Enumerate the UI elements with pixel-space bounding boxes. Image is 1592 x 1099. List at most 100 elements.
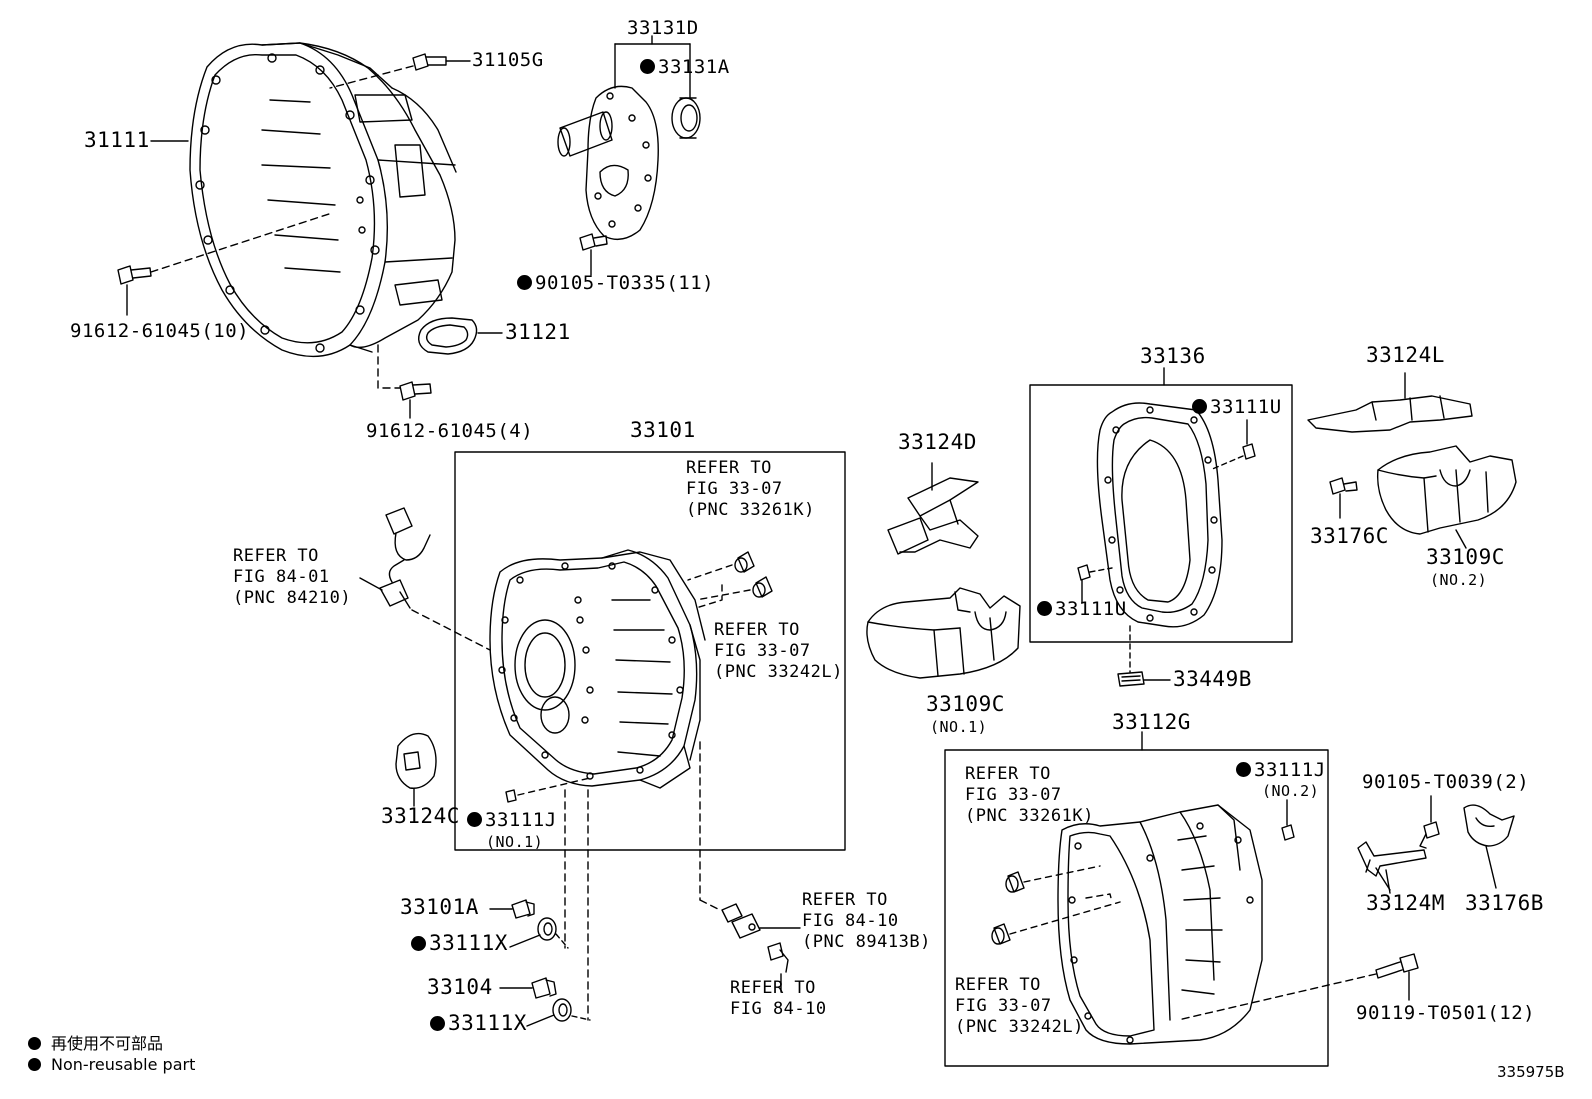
note-line: FIG 33-07 [955,996,1052,1016]
group-box-33112G [944,749,1329,1067]
label-33101: 33101 [630,418,696,442]
label-33109C-1: 33109C [926,692,1005,716]
label-33111J-1: 33111J [467,810,557,831]
legend-en: Non-reusable part [28,1055,195,1074]
note-line: (PNC 84210) [233,588,352,608]
label-31121: 31121 [505,320,571,344]
extension-housing-33112G-icon [1057,804,1263,1045]
note-line: (PNC 33261K) [965,806,1094,826]
group-box-33101 [454,451,846,851]
label-33111J-2-sub: (NO.2) [1262,782,1320,800]
bolt-33176C-icon [1329,477,1358,519]
label-33111J-2: 33111J [1236,760,1326,781]
bracket-33124D-icon [887,462,979,555]
note-line: REFER TO [802,890,888,910]
bolt-fig-84-10-icon [767,942,789,993]
cover-33109C-1-icon [866,587,1021,679]
label-33176C: 33176C [1310,524,1389,548]
cover-33124C-icon [395,732,437,807]
bracket-33124L-icon [1307,372,1473,433]
label-90105-T0039: 90105-T0039(2) [1362,771,1530,793]
label-33111X-a: 33111X [411,933,508,954]
legend-en-text: Non-reusable part [51,1055,196,1074]
sleeve-33261K-icon [734,551,755,573]
gasket-31121-icon [418,317,478,355]
label-33136: 33136 [1140,344,1206,368]
bolt-90119-T0501-icon [1375,953,1419,1001]
note-refer-84210: REFER TO FIG 84-01 (PNC 84210) [233,546,351,609]
label-33111U-a: 33111U [1192,397,1282,418]
label-33176B: 33176B [1465,891,1544,915]
note-line: FIG 33-07 [965,785,1062,805]
label-33109C-2-sub: (NO.2) [1430,571,1488,589]
bolt-90105-T0039-icon [1419,821,1440,849]
bracket-33124M-icon [1357,841,1427,891]
pin-33111J-2-icon [1281,824,1295,841]
note-line: REFER TO [955,975,1041,995]
cover-plate-33136-icon [1096,402,1223,628]
note-line: (PNC 33261K) [686,500,815,520]
note-line: FIG 84-01 [233,567,330,587]
note-line: REFER TO [714,620,800,640]
note-line: FIG 33-07 [686,479,783,499]
note-line: (PNC 33242L) [714,662,843,682]
label-91612-61045-10: 91612-61045(10) [70,320,250,342]
label-33131A: 33131A [640,57,730,78]
legend-jp-text: 再使用不可部品 [51,1034,164,1053]
sleeve-33261K-b-icon [1005,871,1025,893]
bullet-icon [28,1058,41,1071]
speed-sensor-89413B-icon [721,903,761,939]
label-33111X-b: 33111X [430,1013,527,1034]
note-refer-33242L: REFER TO FIG 33-07 (PNC 33242L) [714,620,843,683]
label-33124D: 33124D [898,430,977,454]
note-line: (PNC 89413B) [802,932,931,952]
figure-id: 335975B [1497,1063,1565,1081]
cover-33109C-2-icon [1376,445,1517,549]
note-line: REFER TO [233,546,319,566]
pin-33111U-a-icon [1242,443,1256,460]
pin-33111U-b-icon [1077,564,1091,581]
note-line: REFER TO [965,764,1051,784]
bolt-90105-T0335-icon [579,233,608,276]
label-33124L: 33124L [1366,343,1445,367]
group-box-33136 [1029,384,1293,643]
label-33101A: 33101A [400,895,479,919]
seal-33449B-icon [1117,671,1145,687]
note-line: FIG 84-10 [802,911,899,931]
label-90105-T0335: 90105-T0335(11) [517,273,714,294]
note-refer-84-10: REFER TO FIG 84-10 [730,978,827,1020]
label-33109C-2: 33109C [1426,545,1505,569]
bolt-31105G-icon [412,53,471,71]
label-33111J-1-sub: (NO.1) [486,833,544,851]
note-refer-33261K-b: REFER TO FIG 33-07 (PNC 33261K) [965,764,1094,827]
note-line: REFER TO [730,978,816,998]
clutch-housing-31111-icon [189,42,457,358]
label-33111U-b: 33111U [1037,599,1127,620]
bullet-icon [28,1037,41,1050]
note-line: (PNC 33242L) [955,1017,1084,1037]
bolt-91612-61045-4-icon [399,381,432,419]
label-91612-61045-4: 91612-61045(4) [366,420,534,442]
plug-33101A-icon [511,899,535,919]
label-33449B: 33449B [1173,667,1252,691]
label-33109C-1-sub: (NO.1) [930,718,988,736]
bolt-91612-61045-10-icon [117,265,152,316]
label-33124M: 33124M [1366,891,1445,915]
retainer-33131D-icon [557,85,659,241]
label-31111: 31111 [84,128,150,152]
label-33124C: 33124C [381,804,460,828]
plug-33104-icon [531,977,557,999]
oil-seal-33131A-icon [671,97,701,139]
transmission-case-33101-icon [489,549,706,789]
label-33131D: 33131D [627,17,699,39]
note-line: REFER TO [686,458,772,478]
label-33112G: 33112G [1112,710,1191,734]
gasket-33111X-b-icon [552,998,572,1022]
note-line: FIG 84-10 [730,999,827,1019]
note-line: FIG 33-07 [714,641,811,661]
note-refer-33261K: REFER TO FIG 33-07 (PNC 33261K) [686,458,815,521]
gasket-33111X-a-icon [537,917,557,941]
sensor-84210-icon [379,507,431,609]
note-refer-33242L-b: REFER TO FIG 33-07 (PNC 33242L) [955,975,1084,1038]
